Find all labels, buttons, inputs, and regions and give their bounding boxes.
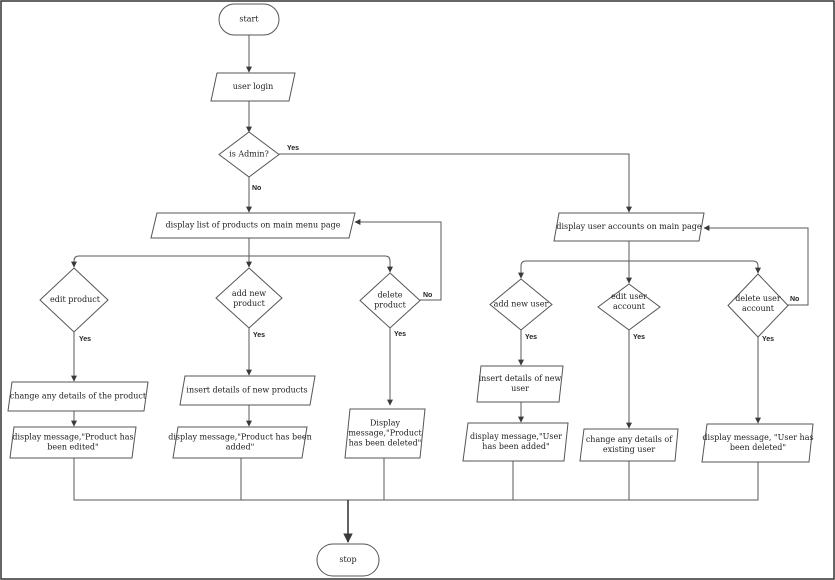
node-label-line: user	[511, 384, 529, 393]
label-edit-user-yes: Yes	[633, 334, 645, 341]
change-product-label: change any details of the product	[10, 392, 147, 401]
node-label-line: has been deleted"	[349, 439, 422, 448]
start-node: start	[218, 3, 280, 36]
edge-merge-line	[73, 458, 759, 501]
display-products-label: display list of products on main menu pa…	[165, 221, 340, 230]
node-label-line: insert details of new products	[186, 386, 307, 395]
edge-products-edit	[71, 255, 249, 268]
node-label-line: account	[613, 302, 646, 311]
edge-admin-users	[279, 153, 632, 213]
node-label-line: is Admin?	[229, 150, 269, 159]
node-label-line: change any details of the product	[10, 392, 147, 401]
node-label-line: product	[374, 301, 407, 310]
edge-users-add	[518, 260, 629, 279]
node-label-line: Display	[370, 419, 401, 428]
label-add-user-yes: Yes	[525, 334, 537, 341]
insert-product-node: insert details of new products	[179, 375, 316, 406]
label-delete-product-no: No	[423, 292, 432, 299]
node-label-line: display message,"Product has	[12, 433, 133, 442]
edge-products-delete	[249, 255, 393, 273]
node-label-line: delete user	[735, 294, 781, 303]
node-label-line: add new	[232, 289, 266, 298]
node-label-line: display user accounts on main page	[556, 222, 702, 231]
node-label-line: existing user	[603, 445, 655, 454]
node-label-line: display message,"Product has been	[168, 433, 312, 442]
node-label-line: delete	[377, 291, 402, 300]
user-login-node: user login	[210, 72, 296, 102]
node-label-line: edit user	[611, 292, 647, 301]
node-label-line: message,"Product	[348, 429, 422, 438]
stop-node-label: stop	[339, 555, 356, 564]
edge-labels: Yes No Yes Yes Yes No Yes Yes Yes No	[79, 145, 799, 343]
node-label-line: user login	[233, 82, 274, 91]
change-product-node: change any details of the product	[7, 381, 149, 412]
edit-product-label: edit product	[50, 295, 101, 304]
node-label-line: display list of products on main menu pa…	[165, 221, 340, 230]
node-label-line: change any details of	[586, 435, 673, 444]
node-label-line: been edited"	[47, 443, 98, 452]
node-label-line: display message, "User has	[702, 433, 813, 442]
nodes: start stop user login display list of pr…	[7, 3, 814, 577]
node-label-line: insert details of new	[479, 374, 562, 383]
label-delete-product-yes: Yes	[394, 331, 406, 338]
label-edit-product-yes: Yes	[79, 336, 91, 343]
node-label-line: product	[233, 299, 266, 308]
edit-product-decision: edit product	[39, 267, 109, 333]
insert-product-label: insert details of new products	[186, 386, 307, 395]
node-label-line: been deleted"	[730, 443, 786, 452]
node-label-line: display message,"User	[470, 432, 562, 441]
node-label-line: stop	[339, 555, 356, 564]
edge-delete-no-loop	[354, 219, 442, 301]
node-label-line: added"	[226, 443, 255, 452]
node-label-line: account	[742, 304, 775, 313]
display-users-label: display user accounts on main page	[556, 222, 702, 231]
display-users-node: display user accounts on main page	[553, 212, 705, 242]
start-node-label: start	[239, 15, 259, 24]
label-delete-user-yes: Yes	[762, 336, 774, 343]
user-login-label: user login	[233, 82, 274, 91]
label-add-product-yes: Yes	[253, 332, 265, 339]
node-label-line: has been added"	[482, 442, 549, 451]
edges	[71, 35, 809, 543]
edge-delete-user-no-loop	[703, 225, 809, 306]
label-delete-user-no: No	[790, 296, 799, 303]
node-label-line: edit product	[50, 295, 101, 304]
is-admin-label: is Admin?	[229, 150, 269, 159]
edge-users-delete	[629, 260, 761, 274]
label-admin-no: No	[252, 185, 261, 192]
label-admin-yes: Yes	[287, 145, 299, 152]
add-user-label: add new user	[494, 300, 549, 309]
node-label-line: add new user	[494, 300, 549, 309]
is-admin-decision: is Admin?	[218, 131, 280, 178]
stop-node: stop	[316, 543, 380, 577]
add-user-decision: add new user	[489, 278, 553, 331]
node-label-line: start	[239, 15, 259, 24]
display-products-node: display list of products on main menu pa…	[150, 212, 356, 239]
